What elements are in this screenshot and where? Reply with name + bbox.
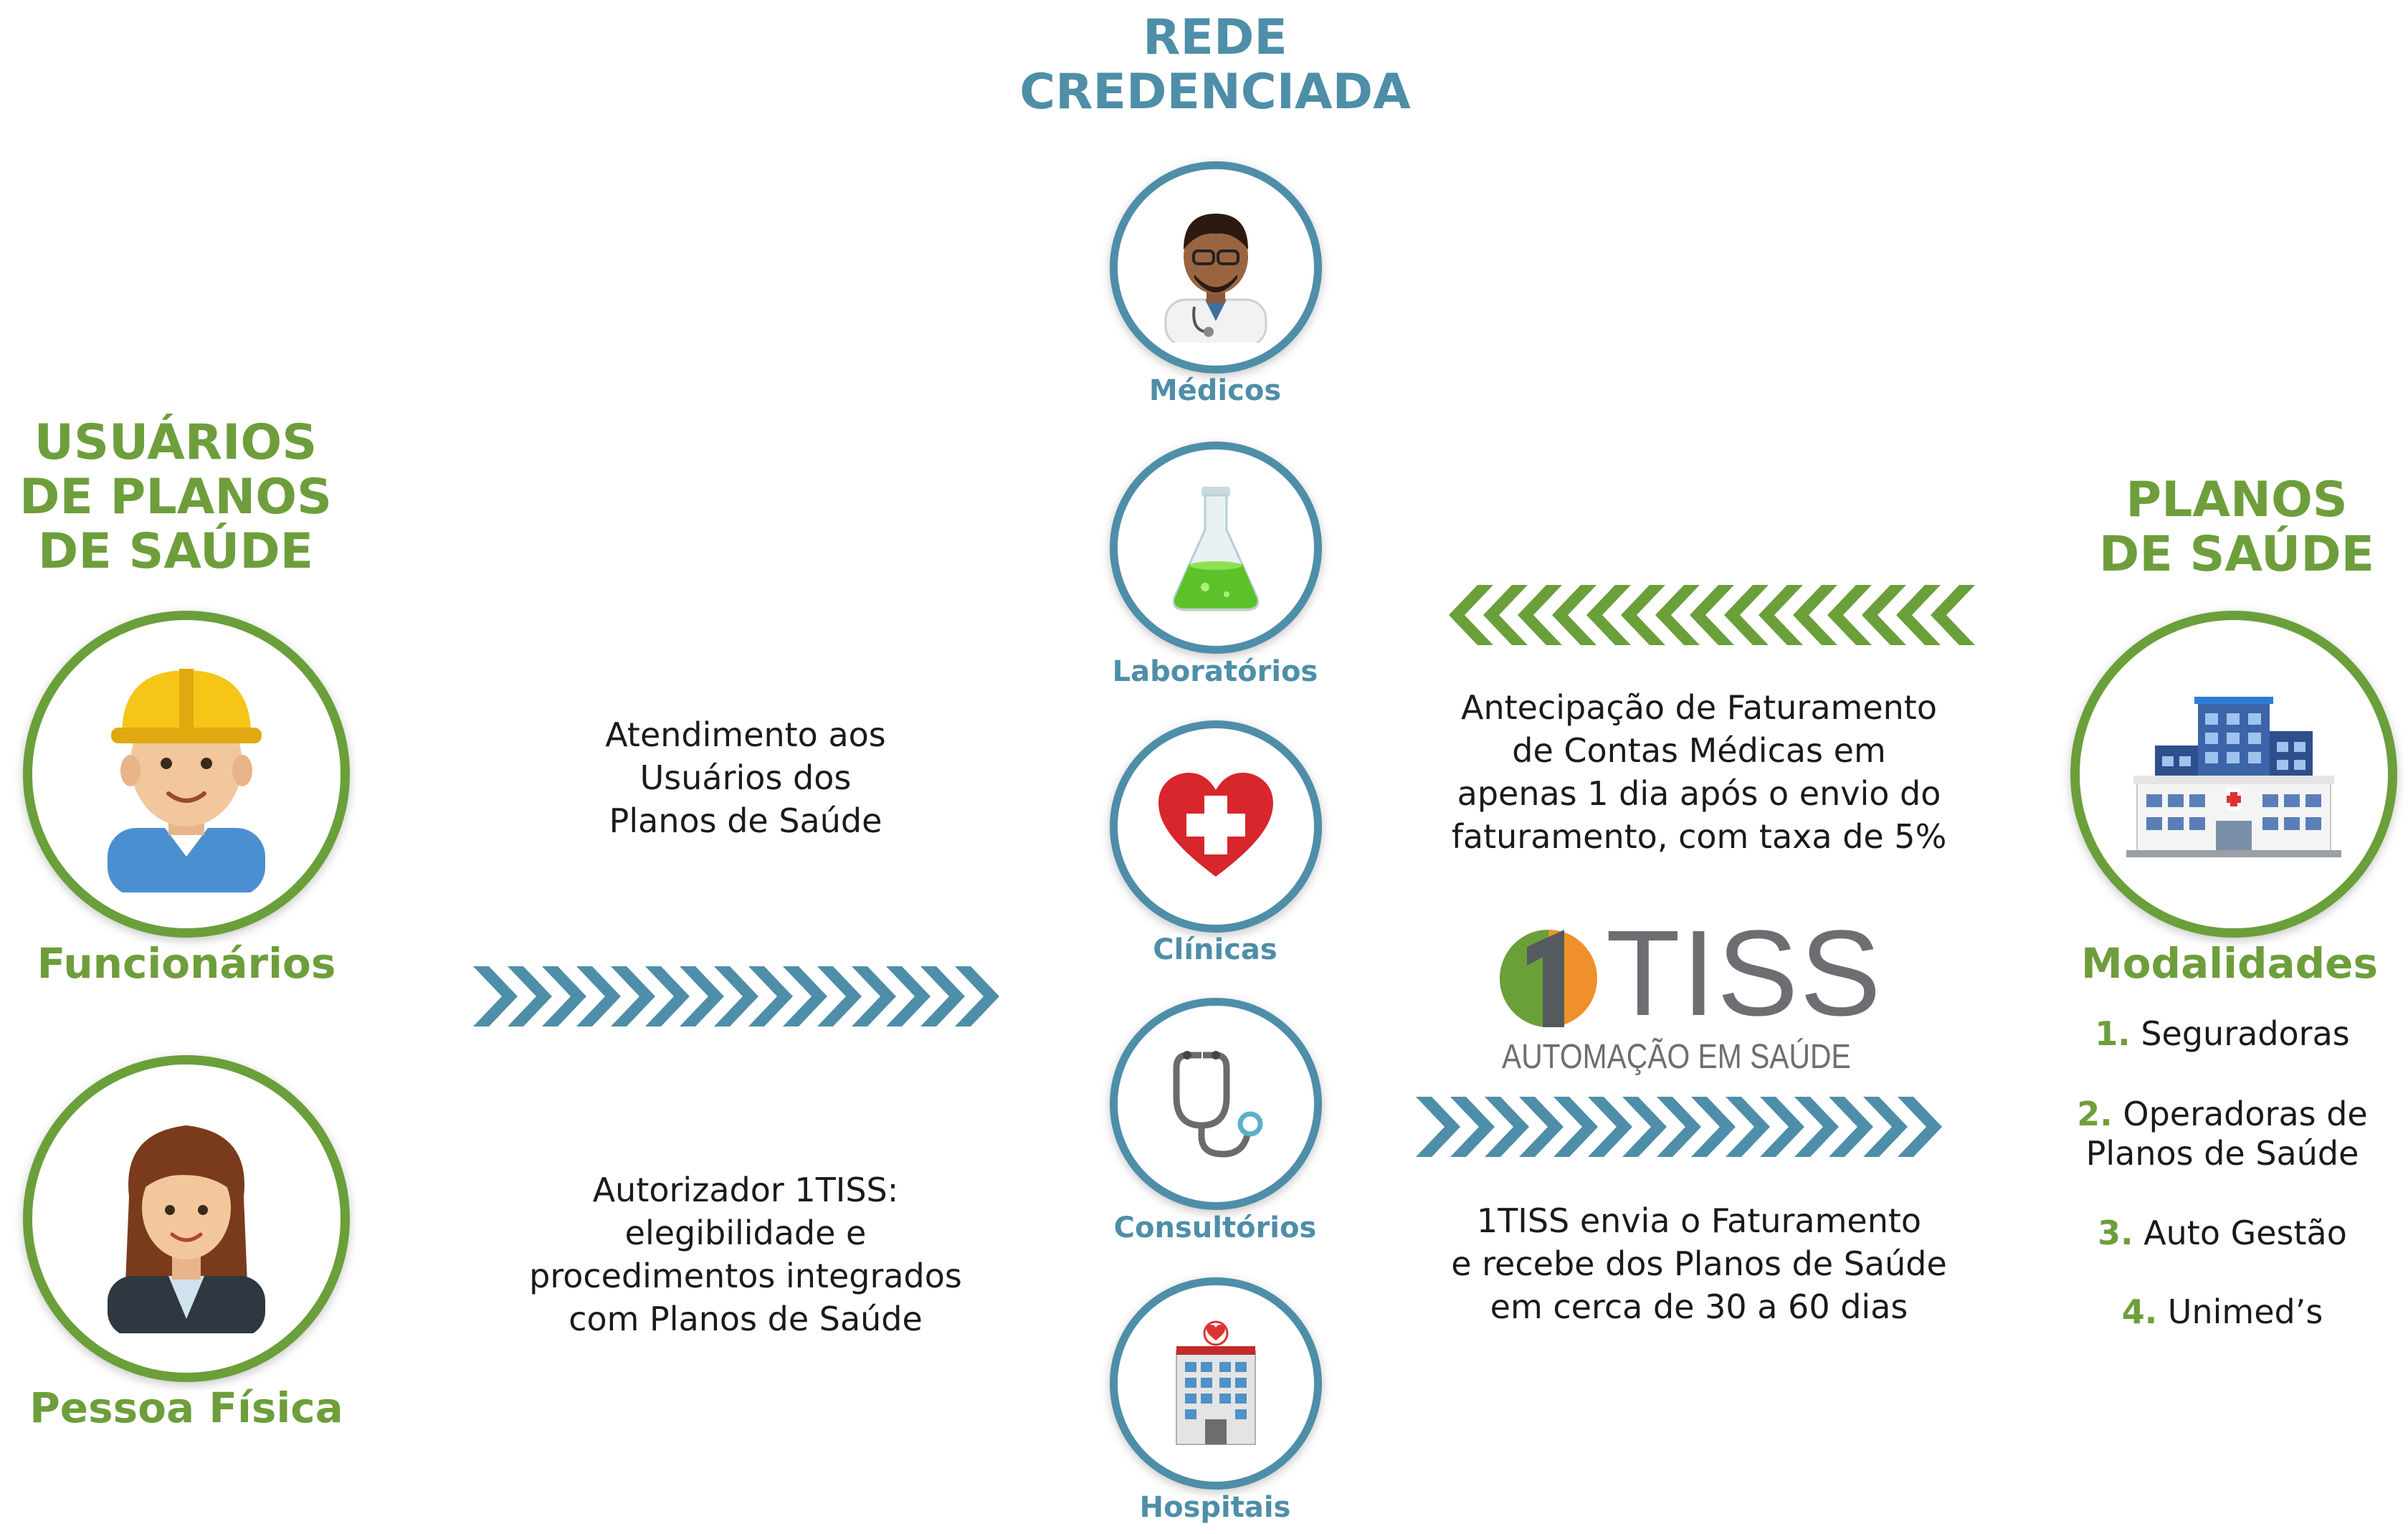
- modality-number: 3.: [2098, 1214, 2133, 1252]
- user-label-individual: Pessoa Física: [29, 1383, 343, 1432]
- network-label-doctors: Médicos: [1148, 374, 1282, 407]
- users-heading: USUÁRIOS DE PLANOS DE SAÚDE: [19, 414, 333, 580]
- sends-text: 1TISS envia o Faturamento e recebe dos P…: [1451, 1201, 1947, 1326]
- arrows-to-network: [473, 966, 999, 1026]
- stethoscope-icon: [1173, 1051, 1263, 1158]
- businesswoman-icon: [108, 1125, 265, 1333]
- modality-text: Operadoras de Planos de Saúde: [2085, 1095, 2368, 1173]
- modality-item: 2. Operadoras de Planos de Saúde: [2043, 1095, 2402, 1173]
- heart-cross-icon: [1158, 773, 1273, 877]
- network-label-offices: Consultórios: [1113, 1211, 1317, 1244]
- modality-item: 1. Seguradoras: [2043, 1014, 2402, 1054]
- flask-icon: [1172, 487, 1260, 611]
- hospital-circle: [1110, 1277, 1322, 1490]
- worker-icon: [108, 669, 265, 892]
- modality-number: 4.: [2121, 1292, 2158, 1331]
- user-label-employees: Funcionários: [37, 939, 336, 988]
- worker-circle: [23, 611, 350, 938]
- stethoscope-circle: [1110, 998, 1322, 1210]
- doctor-icon: [1164, 214, 1267, 343]
- attendance-text: Atendimento aos Usuários dos Planos de S…: [605, 715, 886, 840]
- arrows-to-plans: [1416, 1097, 1942, 1157]
- modality-text: Seguradoras: [2141, 1014, 2350, 1053]
- tiss-logo-mark: [1500, 930, 1597, 1027]
- businesswoman-circle: [23, 1055, 350, 1382]
- building-icon: [2126, 697, 2341, 857]
- building-circle: [2070, 611, 2397, 938]
- network-label-clinics: Clínicas: [1153, 933, 1277, 966]
- clinic-circle: [1110, 720, 1322, 933]
- tiss-logo-tagline: AUTOMAÇÃO EM SAÚDE: [1502, 1038, 1851, 1076]
- tiss-logo: TISS AUTOMAÇÃO EM SAÚDE: [1498, 913, 1928, 1079]
- modality-number: 2.: [2077, 1095, 2113, 1133]
- tiss-logo-name: TISS: [1606, 905, 1883, 1042]
- modality-item: 4. Unimed’s: [2043, 1292, 2402, 1332]
- modality-text: Unimed’s: [2167, 1292, 2323, 1331]
- doctor-circle: [1110, 161, 1322, 373]
- modality-number: 1.: [2095, 1014, 2131, 1053]
- arrows-advance-left: [1449, 585, 1975, 645]
- authorizer-text: Autorizador 1TISS: elegibilidade e proce…: [529, 1171, 962, 1338]
- modality-item: 3. Auto Gestão: [2043, 1214, 2402, 1253]
- network-label-labs: Laboratórios: [1112, 655, 1318, 688]
- flask-circle: [1110, 442, 1322, 654]
- network-label-hospitals: Hospitais: [1139, 1491, 1291, 1524]
- advance-text: Antecipação de Faturamento de Contas Méd…: [1451, 688, 1947, 856]
- hospital-icon: [1176, 1320, 1256, 1445]
- modality-text: Auto Gestão: [2143, 1214, 2347, 1252]
- plans-heading: PLANOS DE SAÚDE: [2098, 472, 2375, 583]
- network-heading: REDE CREDENCIADA: [1019, 9, 1411, 121]
- modalities-title: Modalidades: [2080, 939, 2378, 988]
